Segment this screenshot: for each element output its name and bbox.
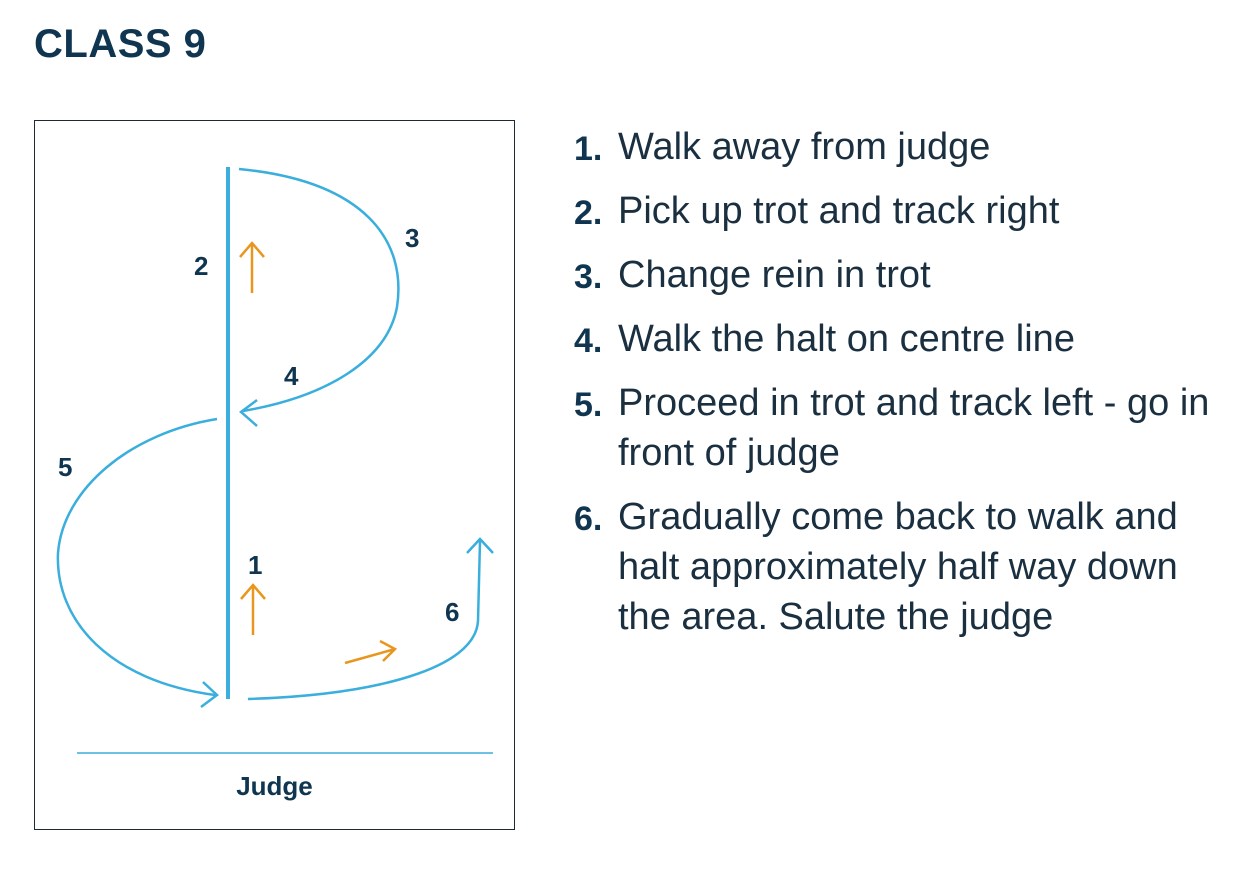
arrowhead-5 bbox=[200, 681, 219, 708]
route-loop-left bbox=[56, 417, 218, 697]
route-diagram: 1 2 3 4 5 6 bbox=[56, 167, 494, 754]
marker-3: 3 bbox=[405, 223, 419, 253]
marker-1: 1 bbox=[248, 550, 262, 580]
step-text: Walk away from judge bbox=[618, 126, 991, 168]
marker-2: 2 bbox=[194, 251, 208, 281]
route-loop-right bbox=[238, 167, 400, 413]
step-item: 3. Change rein in trot bbox=[574, 250, 1214, 300]
judge-label: Judge bbox=[236, 771, 313, 801]
marker-4: 4 bbox=[284, 361, 299, 391]
page-title: CLASS 9 bbox=[34, 22, 207, 66]
arrowhead-6 bbox=[466, 537, 494, 554]
route-final bbox=[247, 540, 482, 701]
step-text: Proceed in trot and track left - go in f… bbox=[618, 382, 1210, 474]
marker-5: 5 bbox=[58, 452, 72, 482]
step-text: Walk the halt on centre line bbox=[618, 318, 1075, 360]
step-number: 5. bbox=[574, 386, 603, 424]
step-item: 6. Gradually come back to walk and halt … bbox=[574, 492, 1214, 642]
step-text: Gradually come back to walk and halt app… bbox=[618, 496, 1178, 638]
step-list: 1. Walk away from judge 2. Pick up trot … bbox=[574, 122, 1214, 656]
step-item: 5. Proceed in trot and track left - go i… bbox=[574, 378, 1214, 478]
step-number: 6. bbox=[574, 500, 603, 538]
step-text: Pick up trot and track right bbox=[618, 190, 1060, 232]
marker-6: 6 bbox=[445, 597, 459, 627]
step-item: 2. Pick up trot and track right bbox=[574, 186, 1214, 236]
arrowhead-4 bbox=[239, 399, 258, 427]
direction-arrow-2 bbox=[239, 241, 265, 293]
direction-arrow-1 bbox=[240, 583, 266, 635]
step-number: 2. bbox=[574, 194, 603, 232]
step-item: 1. Walk away from judge bbox=[574, 122, 1214, 172]
step-number: 3. bbox=[574, 258, 603, 296]
step-number: 1. bbox=[574, 130, 603, 168]
direction-arrow-6 bbox=[344, 639, 398, 665]
step-number: 4. bbox=[574, 322, 603, 360]
step-item: 4. Walk the halt on centre line bbox=[574, 314, 1214, 364]
arena-diagram: 1 2 3 4 5 6 Judge bbox=[34, 120, 515, 830]
step-text: Change rein in trot bbox=[618, 254, 931, 296]
